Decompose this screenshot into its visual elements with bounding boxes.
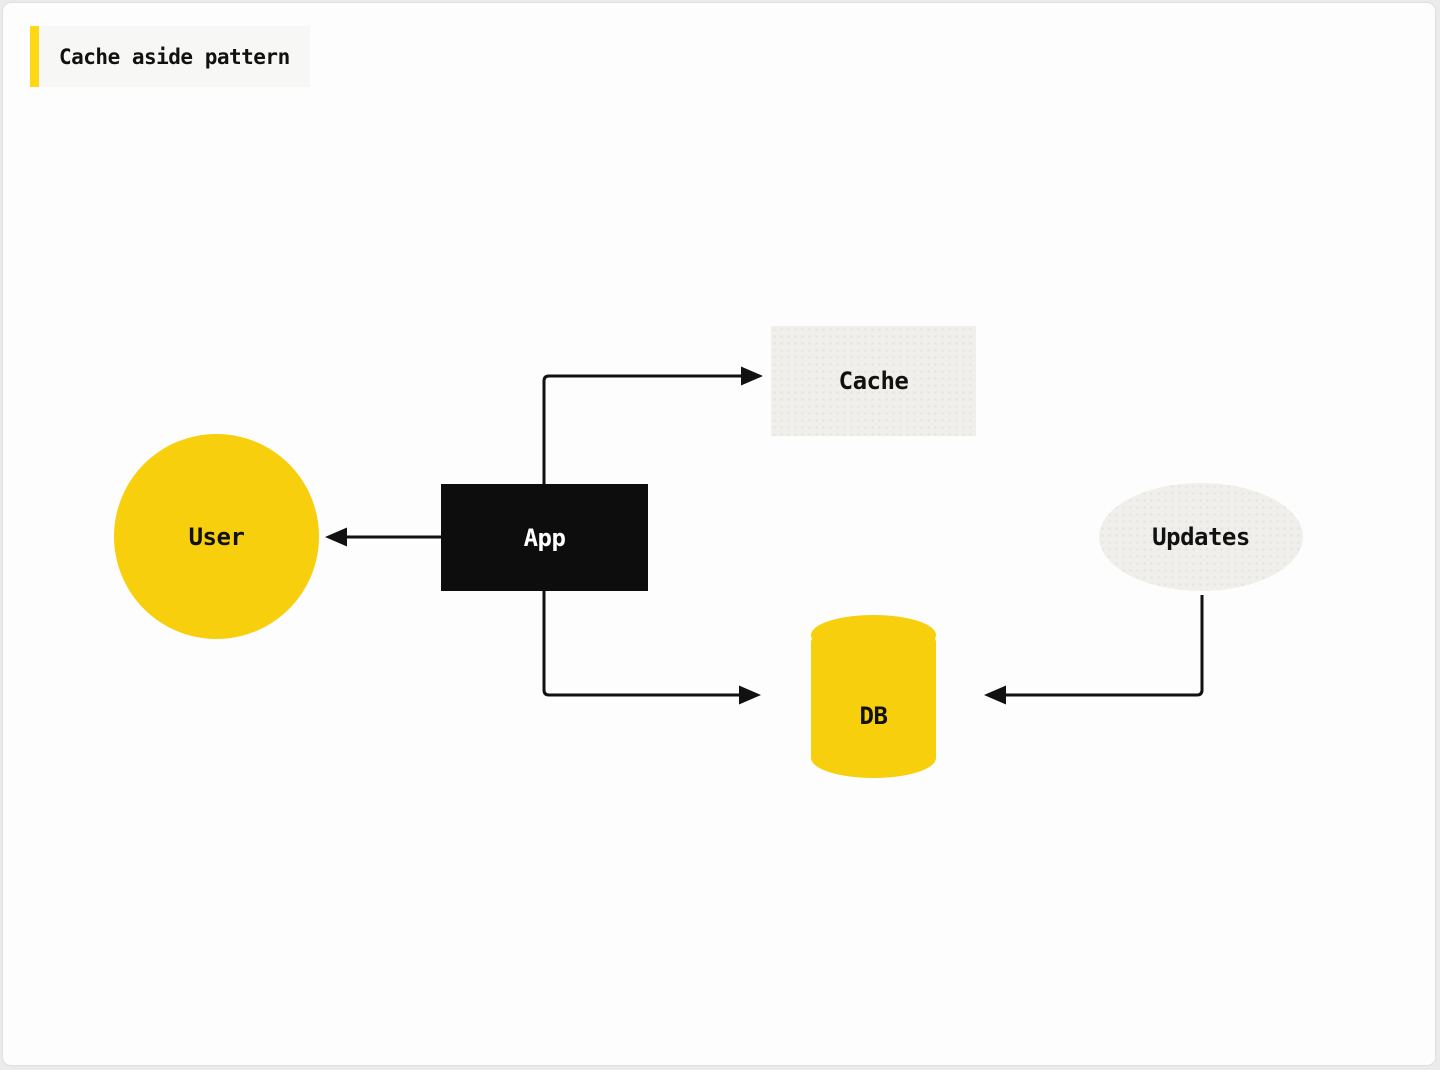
node-app-label: App (523, 523, 566, 552)
node-user: User (114, 434, 319, 639)
node-db-label: DB (859, 702, 888, 730)
node-db: DB (811, 614, 936, 780)
edge-updates-to-db (1006, 595, 1204, 697)
arrowhead-to-cache (741, 366, 763, 386)
diagram-title: Cache aside pattern (59, 44, 290, 69)
title-box: Cache aside pattern (30, 26, 310, 87)
arrowhead-to-user (325, 527, 347, 547)
database-cylinder-icon (811, 615, 936, 778)
node-updates: Updates (1099, 483, 1303, 591)
node-cache: Cache (771, 326, 976, 436)
node-updates-label: Updates (1152, 523, 1250, 551)
arrowhead-to-db-from-updates (984, 685, 1006, 705)
edge-app-to-cache (542, 374, 741, 484)
node-app: App (441, 484, 648, 591)
node-cache-label: Cache (838, 367, 909, 395)
title-accent-bar (30, 26, 39, 87)
edge-app-to-db (542, 591, 739, 697)
arrowhead-to-db-from-app (739, 685, 761, 705)
connector-arrows (325, 366, 1204, 705)
node-user-label: User (188, 522, 245, 551)
